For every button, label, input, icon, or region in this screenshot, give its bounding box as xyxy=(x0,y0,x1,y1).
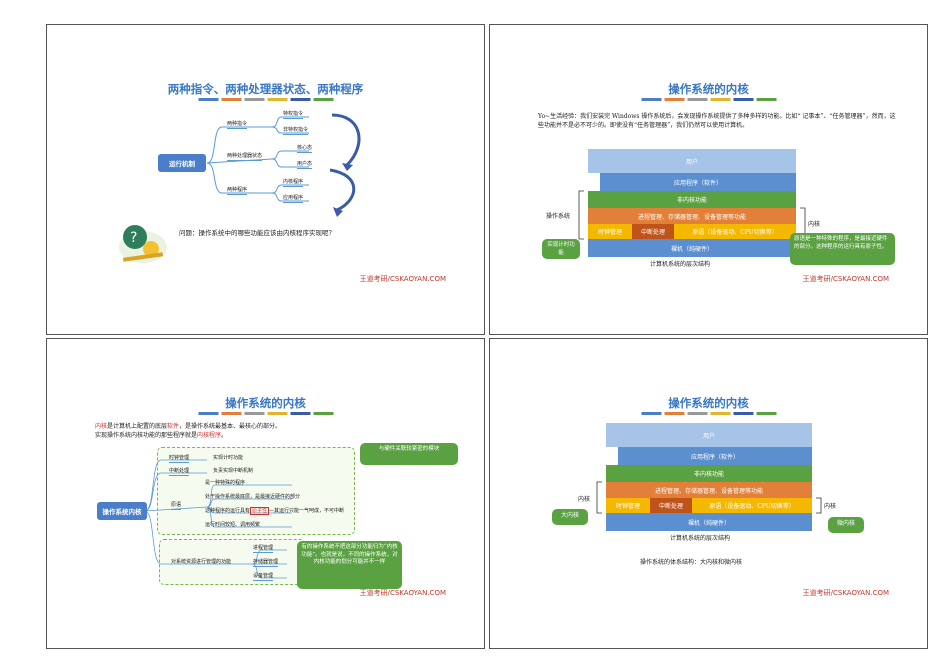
layer-user: 用户 xyxy=(606,423,812,447)
layer-user: 用户 xyxy=(588,149,796,173)
svg-text:?: ? xyxy=(130,230,137,246)
node-clock-desc: 实现计时功能 xyxy=(213,455,244,461)
layer-clock: 时钟管理 xyxy=(606,498,650,513)
layer-app: 应用程序（软件） xyxy=(618,447,812,465)
prim-item-3: 这种程序的运行具有原子性—其运行只能一气呵成，不可中断 xyxy=(205,507,345,515)
layer-mgmt: 进程管理、存储器管理、设备管理等功能 xyxy=(606,482,812,498)
callout-clock: 实现计时功能 xyxy=(542,239,580,259)
micro-kernel-callout: 微内核 xyxy=(828,517,864,533)
definition-text: 内核是计算机上配置的底层软件，是操作系统最基本、最核心的部分。 实现操作系统内核… xyxy=(95,423,282,439)
big-kernel-callout: 大内核 xyxy=(552,509,588,525)
architecture-note: 操作系统的体系结构：大内核和微内核 xyxy=(640,559,743,566)
layer-app: 应用程序（软件） xyxy=(600,173,796,191)
brackets xyxy=(578,190,806,240)
mindmap-lines xyxy=(206,113,361,217)
node-user-mode: 用户态 xyxy=(297,161,313,169)
slide-4: 操作系统的内核 用户 应用程序（软件） 非内核功能 进程管理、存储器管理、设备管… xyxy=(489,338,928,649)
question-text: 问题：操作系统中的哪些功能应该由内核程序实现呢？ xyxy=(179,229,335,237)
slide-title: 操作系统的内核 xyxy=(668,82,749,96)
node-interrupt: 中断处理 xyxy=(169,468,190,476)
slide-3: 操作系统的内核 内核是计算机上配置的底层软件，是操作系统最基本、最核心的部分。 … xyxy=(46,338,485,649)
hardware-related-group xyxy=(157,447,355,535)
callout-variation: 有的操作系统不把这部分功能归为“内核功能”。也就是说，不同的操作系统，对内核功能… xyxy=(297,541,402,589)
resource-mgmt-group xyxy=(159,539,305,585)
layer-clock: 时钟管理 xyxy=(588,224,632,239)
slide-title: 两种指令、两种处理器状态、两种程序 xyxy=(167,82,364,96)
layer-nonkernel: 非内核功能 xyxy=(606,465,812,482)
layer-interrupt: 中断处理 xyxy=(650,498,692,513)
slide-2: 操作系统的内核 Yo~生活经验：我们安装完 Windows 操作系统后，会发现操… xyxy=(489,24,928,335)
color-bar xyxy=(641,412,776,415)
brand-logo: 王道考研/CSKAOYAN.COM xyxy=(802,275,889,283)
right-kernel-label: 内核 xyxy=(824,503,837,510)
brackets xyxy=(596,481,822,514)
node-privileged: 特权指令 xyxy=(283,111,304,119)
layer-hardware: 裸机（纯硬件） xyxy=(588,239,796,257)
color-bar xyxy=(641,98,776,101)
node-kernel-mode: 核心态 xyxy=(297,145,313,153)
mindmap-root: 操作系统内核 xyxy=(97,502,147,520)
prim-item-2: 处于操作系统最底层，是最接近硬件的部分 xyxy=(205,494,301,500)
mgmt-process: 进程管理 xyxy=(253,545,274,553)
color-bar xyxy=(198,412,333,415)
mgmt-memory: 存储器管理 xyxy=(253,559,279,567)
prim-item-1: 是一种特殊的程序 xyxy=(205,480,246,486)
color-bar xyxy=(198,98,333,101)
node-nonprivileged: 非特权指令 xyxy=(283,127,309,135)
node-resource-mgmt: 对系统资源进行管理的功能 xyxy=(171,559,232,565)
atomic-highlight: 原子性 xyxy=(250,507,270,515)
mindmap-root: 运行机制 xyxy=(158,154,206,172)
branch-programs: 两种程序 xyxy=(227,187,248,195)
slide-1: 两种指令、两种处理器状态、两种程序 运行机制 两种指令 两种处理器状态 两种程序… xyxy=(46,24,485,335)
kernel-label: 内核 xyxy=(808,221,821,228)
layer-interrupt: 中断处理 xyxy=(632,224,674,239)
diagram-caption: 计算机系统的层次结构 xyxy=(650,261,711,268)
left-kernel-label: 内核 xyxy=(578,496,591,503)
node-kernel-program: 内核程序 xyxy=(283,179,304,187)
node-clock: 时钟管理 xyxy=(169,455,190,463)
branch-instructions: 两种指令 xyxy=(227,121,248,129)
callout-hardware: 与硬件关联较紧密的模块 xyxy=(360,443,458,465)
mgmt-device: 设备管理 xyxy=(253,573,274,581)
layer-primitive: 原语（设备驱动、CPU切换等） xyxy=(674,224,796,239)
intro-text: Yo~生活经验：我们安装完 Windows 操作系统后，会发现操作系统提供了多种… xyxy=(538,113,896,129)
callout-primitive: 原语是一种特殊的程序，是最接近硬件的部分。这种程序的运行具有原子性。 xyxy=(790,233,895,265)
layer-mgmt: 进程管理、存储器管理、设备管理等功能 xyxy=(588,208,796,224)
layer-nonkernel: 非内核功能 xyxy=(588,191,796,208)
brand-logo: 王道考研/CSKAOYAN.COM xyxy=(359,275,446,283)
brand-logo: 王道考研/CSKAOYAN.COM xyxy=(359,589,446,597)
slide-title: 操作系统的内核 xyxy=(225,396,306,410)
node-app-program: 应用程序 xyxy=(283,195,304,203)
layer-hardware: 裸机（纯硬件） xyxy=(606,513,812,531)
layer-primitive: 原语（设备驱动、CPU切换等） xyxy=(692,498,812,513)
slide-title: 操作系统的内核 xyxy=(668,396,749,410)
diagram-caption: 计算机系统的层次结构 xyxy=(670,535,731,542)
node-interrupt-desc: 负责实现中断机制 xyxy=(213,468,254,474)
mindmap-lines xyxy=(144,459,292,579)
prim-item-4: 运行时间较短、调用频繁 xyxy=(205,522,261,528)
node-primitive: 原语 xyxy=(171,502,182,510)
brand-logo: 王道考研/CSKAOYAN.COM xyxy=(802,589,889,597)
branch-processor-states: 两种处理器状态 xyxy=(227,153,263,161)
os-label: 操作系统 xyxy=(546,213,571,220)
question-icon: ? xyxy=(119,225,167,263)
